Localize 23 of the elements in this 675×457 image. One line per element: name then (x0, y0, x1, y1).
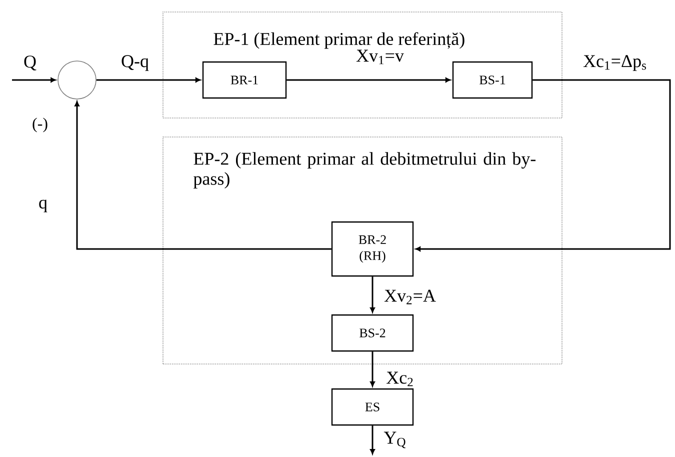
edge-label: Xc$_{1}$=Δp$_{s}$ (583, 55, 646, 71)
edge-label: Xc$_{2}$ (386, 372, 413, 386)
arrow (415, 79, 671, 252)
arrow (370, 276, 375, 313)
edge-label: q (39, 200, 48, 212)
sign-label: (-) (32, 118, 48, 132)
arrow (286, 78, 451, 82)
block-box: BS-2 (331, 314, 414, 352)
summing-circle (58, 60, 96, 100)
edge-label: Y$_{Q}$ (384, 432, 406, 448)
edge-label: Q-q (122, 55, 149, 71)
block-box: BR-2 (RH) (331, 221, 414, 277)
arrow (370, 426, 375, 454)
arrow (96, 78, 201, 82)
block-box: BS-1 (452, 61, 533, 99)
edge-label: Q (24, 56, 36, 70)
arrow (370, 352, 375, 387)
edge-label: Xv$_{2}$=A (384, 290, 436, 304)
block-box: BR-1 (202, 61, 287, 99)
arrow (12, 78, 56, 82)
edge-label: Xv$_{1}$=v (356, 50, 404, 64)
arrow (74, 101, 332, 250)
block-box: ES (331, 388, 414, 426)
